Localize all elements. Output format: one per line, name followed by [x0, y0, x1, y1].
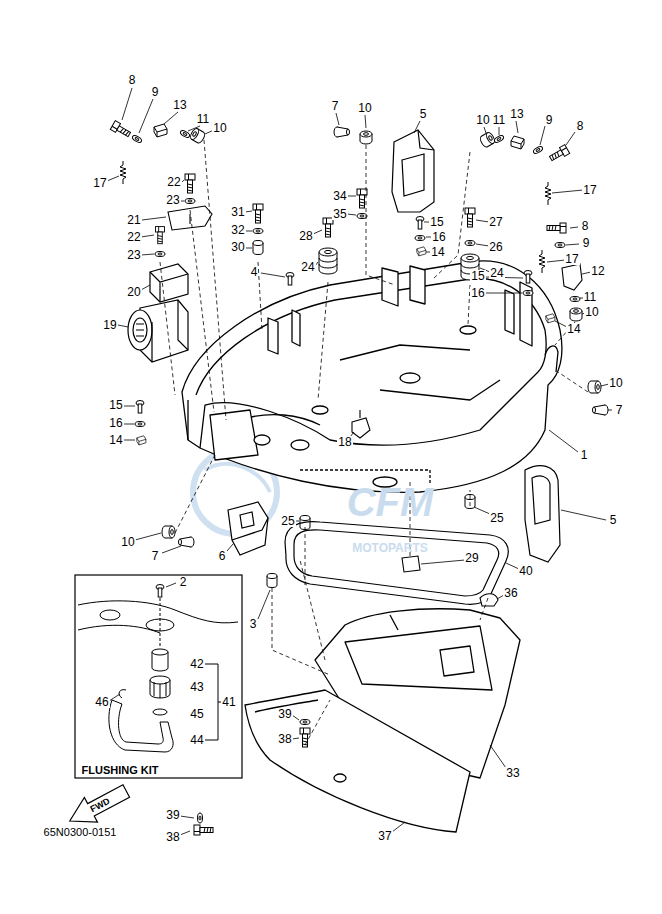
callout-number: 8	[128, 74, 137, 86]
callout-number: 24	[300, 261, 315, 273]
callout-number: 16	[108, 417, 123, 429]
callout-number: 5	[419, 108, 428, 120]
callout-number: 16	[431, 231, 446, 243]
callout-number: 22	[126, 231, 141, 243]
callout-number: 23	[165, 194, 180, 206]
callout-number: 9	[151, 86, 160, 98]
callout-number: 38	[277, 733, 292, 745]
callout-number: 7	[615, 404, 624, 416]
callout-number: 10	[120, 536, 135, 548]
callout-number: 10	[357, 102, 372, 114]
kit-title: FLUSHING KIT	[81, 765, 160, 776]
callout-number: 14	[108, 434, 123, 446]
callout-number: 25	[280, 515, 295, 527]
callout-number: 39	[277, 708, 292, 720]
callout-number: 5	[609, 514, 618, 526]
callout-number: 45	[189, 708, 204, 720]
callout-number: 9	[582, 237, 591, 249]
callout-number: 24	[489, 267, 504, 279]
callout-number: 15	[429, 216, 444, 228]
watermark: MOTOPARTS	[352, 542, 428, 554]
callout-number: 27	[488, 216, 503, 228]
callout-number: 13	[172, 99, 187, 111]
callout-number: 20	[126, 286, 141, 298]
callout-number: 15	[470, 270, 485, 282]
callout-number: 10	[212, 122, 227, 134]
callout-number: 11	[583, 291, 597, 303]
callout-number: 3	[249, 618, 258, 630]
callout-number: 7	[151, 550, 160, 562]
callout-number: 26	[488, 241, 503, 253]
callout-number: 43	[189, 681, 204, 693]
callout-number: 33	[505, 767, 520, 779]
watermark: CFM	[347, 482, 434, 522]
callout-number: 7	[331, 100, 340, 112]
callout-number: 46	[94, 696, 109, 708]
callout-number: 40	[518, 565, 533, 577]
callout-number: 19	[102, 319, 117, 331]
callout-number: 11	[196, 113, 210, 125]
callout-number: 1	[580, 449, 589, 461]
callout-number: 35	[332, 208, 347, 220]
callout-number: 8	[576, 120, 585, 132]
callout-number: 17	[564, 253, 579, 265]
callout-number: 38	[165, 831, 180, 843]
callout-number: 44	[189, 734, 204, 746]
callout-number: 12	[590, 265, 605, 277]
diagram-code: 65N0300-0151	[43, 827, 118, 838]
callout-number: 17	[582, 184, 597, 196]
direction-label: FWD	[89, 796, 111, 814]
callout-number: 10	[608, 377, 623, 389]
callout-number: 42	[189, 658, 204, 670]
callout-number: 36	[503, 587, 518, 599]
callout-number: 2	[179, 576, 188, 588]
callout-number: 37	[377, 830, 392, 842]
callout-number: 28	[298, 230, 313, 242]
callout-number: 16	[470, 287, 485, 299]
callout-number: 22	[166, 176, 181, 188]
callout-number: 10	[475, 114, 490, 126]
callout-number: 21	[126, 214, 141, 226]
callout-number: 31	[230, 206, 245, 218]
callout-number: 18	[337, 436, 352, 448]
callout-number: 14	[430, 246, 445, 258]
callout-number: 29	[464, 552, 479, 564]
callout-number: 17	[92, 177, 107, 189]
callout-number: 25	[489, 512, 504, 524]
callout-number: 30	[230, 241, 245, 253]
callout-number: 8	[581, 220, 590, 232]
callout-number: 9	[545, 114, 554, 126]
callout-number: 10	[584, 306, 599, 318]
callout-number: 14	[566, 323, 581, 335]
callout-number: 34	[332, 190, 347, 202]
callout-number: 4	[250, 266, 259, 278]
callout-number: 39	[165, 809, 180, 821]
callout-number: 32	[230, 224, 245, 236]
callout-number: 23	[126, 249, 141, 261]
callout-number: 6	[218, 550, 227, 562]
callout-number: 11	[492, 114, 506, 126]
callout-number: 13	[509, 108, 524, 120]
callout-number: 15	[108, 399, 123, 411]
callout-number: 41	[221, 696, 236, 708]
